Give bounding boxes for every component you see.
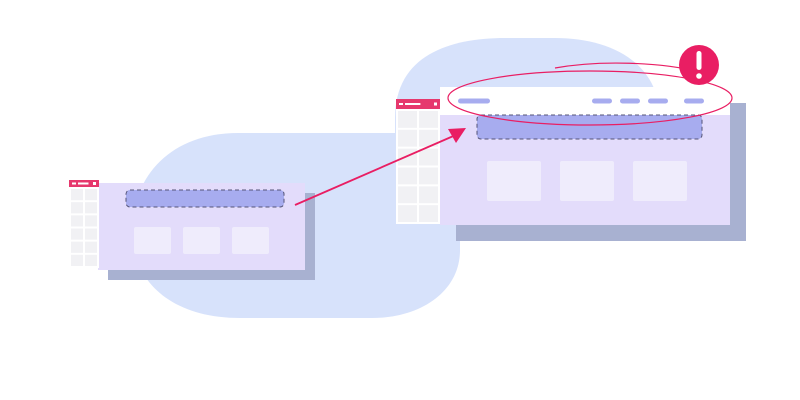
sidebar-cell [71, 215, 83, 227]
small-window [69, 180, 315, 280]
content-tile [560, 161, 614, 201]
sidebar-cell [419, 205, 438, 222]
sidebar-cell [71, 202, 83, 214]
large-window [396, 87, 746, 241]
sidebar-title-line [405, 103, 421, 105]
dashed-highlight-bar [125, 189, 285, 208]
sidebar-cell [85, 189, 97, 201]
sidebar-cell [85, 202, 97, 214]
logo-placeholder [458, 98, 490, 104]
sidebar-cell [71, 189, 83, 201]
arrow-head [448, 128, 466, 143]
exclamation-icon [679, 45, 719, 85]
sidebar-cell [398, 111, 417, 128]
sidebar-cell [85, 254, 97, 266]
menu-icon [399, 103, 403, 105]
sidebar-cell [71, 228, 83, 240]
arrow-shaft [294, 133, 459, 206]
arrow-right-up-icon [294, 128, 466, 206]
sidebar-cell [398, 205, 417, 222]
nav-link-placeholder [592, 98, 612, 104]
alert-mark-dot [696, 73, 702, 79]
sidebar-cell [398, 148, 417, 166]
nav-link-placeholder [620, 98, 640, 104]
sidebar-cell [419, 186, 438, 204]
content-tile [633, 161, 687, 201]
content-tile [183, 227, 220, 254]
sidebar-cell [85, 215, 97, 227]
sidebar-cell [398, 186, 417, 204]
sidebar-cell [419, 111, 438, 128]
sidebar-title-line [78, 182, 89, 185]
sidebar-cell [419, 167, 438, 185]
alert-mark-bar [696, 51, 702, 70]
content-tile [134, 227, 171, 254]
menu-icon [72, 182, 76, 185]
nav-link-placeholder [648, 98, 668, 104]
window-close-icon [93, 182, 96, 185]
nav-link-placeholder [684, 98, 704, 104]
sidebar-cell [398, 129, 417, 147]
sidebar-cell [85, 228, 97, 240]
sidebar-cell [71, 254, 83, 266]
content-tile [232, 227, 269, 254]
sidebar-cell [71, 241, 83, 253]
attention-ellipse [447, 70, 733, 126]
window-close-icon [434, 102, 437, 106]
sidebar-cell [419, 148, 438, 166]
sidebar-cell [85, 241, 97, 253]
content-tile [487, 161, 541, 201]
sidebar-cell [419, 129, 438, 147]
sidebar-cell [398, 167, 417, 185]
dashed-highlight-bar [476, 114, 703, 140]
